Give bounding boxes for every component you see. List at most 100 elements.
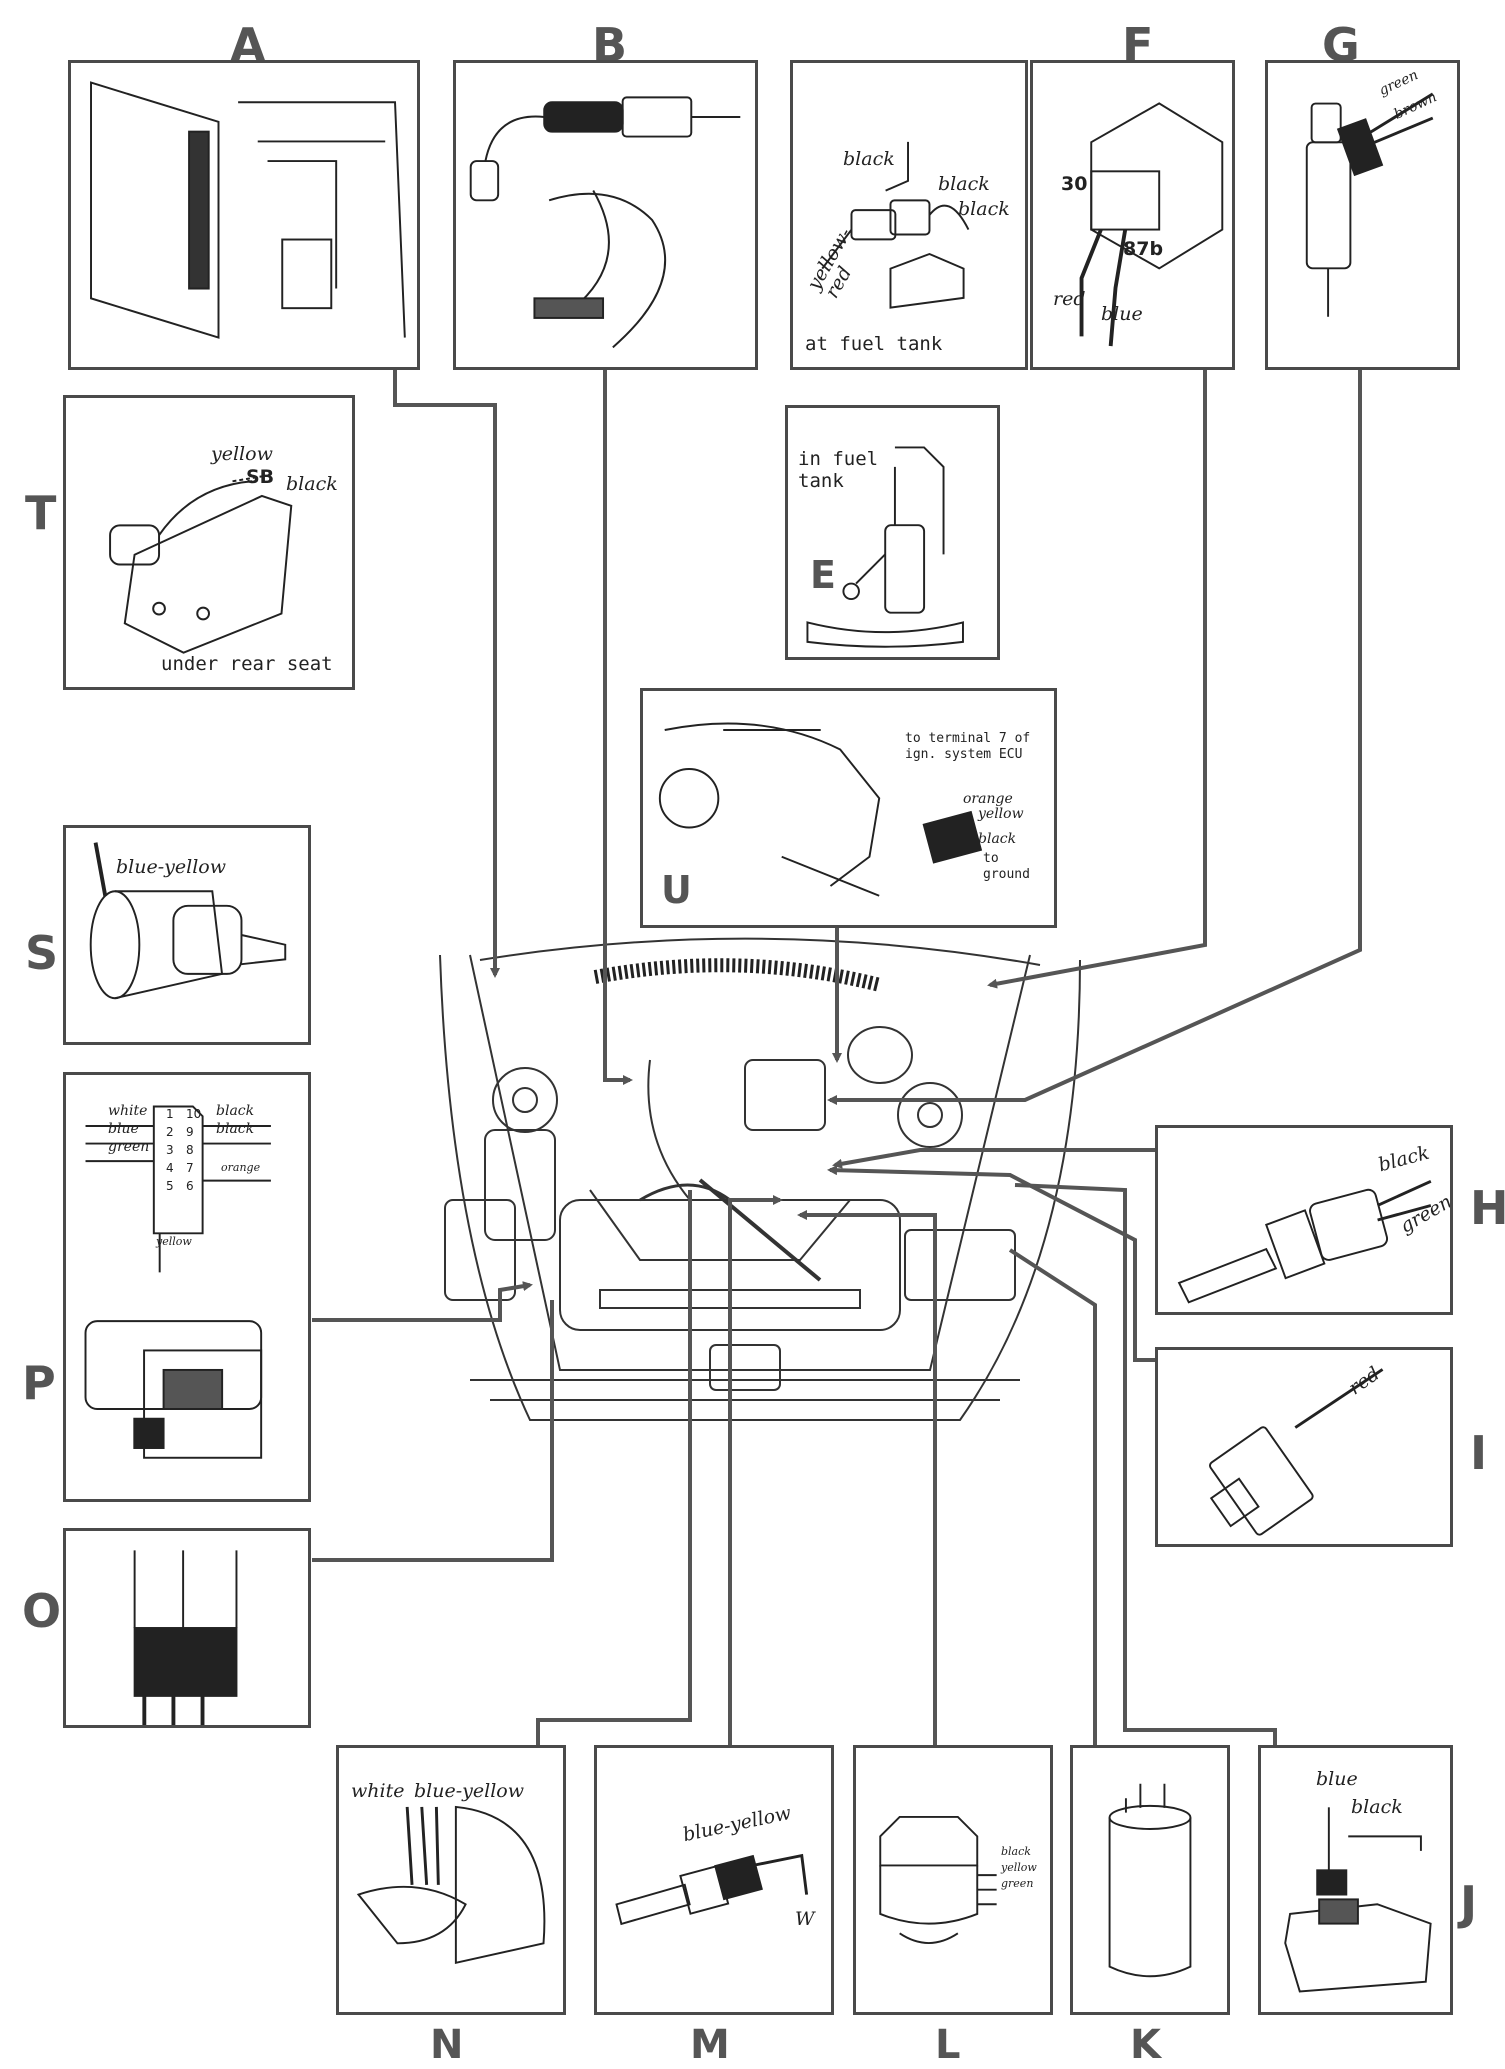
wire-label-yellow: yellow [978,806,1024,822]
wire-label-green: green [108,1139,150,1155]
connector-lines [312,370,1362,1750]
panel-s-starter: blue-yellow [63,825,311,1045]
panel-label-u: U [661,868,692,912]
panel-label-n: N [430,2022,464,2068]
panel-label-k: K [1130,2022,1161,2068]
panel-n-connector: white blue-yellow [336,1745,566,2015]
bracket-illustration [109,475,293,654]
location-note-under-rear-seat: under rear seat [161,653,333,675]
panel-label-t: T [25,486,57,540]
note-to: to [983,851,999,866]
location-note-tank: tank [798,470,844,492]
fuel-relay-illustration [821,141,970,309]
panel-label-l: L [935,2022,961,2068]
wire-label-white: white [108,1103,148,1119]
panel-label-e: E [810,553,836,597]
pin-3: 3 [166,1143,174,1157]
wire-label-yellow: yellow [211,443,273,465]
panel-label-j: J [1460,1876,1478,1930]
hand-connector-illustration [356,1805,546,1964]
panel-label-h: H [1470,1181,1505,1235]
pin-5: 5 [166,1179,174,1193]
panel-t-relay-under-seat: yellow black SB under rear seat [63,395,355,690]
wire-label-black: black [1351,1796,1403,1818]
panel-a-ecu [68,60,420,370]
wire-label-black: black [286,473,338,495]
connector-code-sb: SB [246,466,275,488]
pin-10: 10 [186,1107,202,1121]
throttle-switch-illustration [658,722,983,897]
panel-f-relay: 30 87b red blue [1030,60,1235,370]
panel-e-fuel-pump: in fuel tank E [785,405,1000,660]
panel-c-fuel-relay: black black black yellow- red at fuel ta… [790,60,1028,370]
panel-p-diagnostic-unit: white blue green black black orange 1 2 … [63,1072,311,1502]
panel-label-o: O [22,1584,62,1638]
wire-label-orange: orange [963,791,1013,807]
panel-i-connector: red [1155,1347,1453,1547]
wire-label-black-1: black [216,1103,255,1119]
panel-label-m: M [690,2022,730,2068]
note-ign-system-ecu: ign. system ECU [905,747,1023,762]
ignition-coil-illustration [1108,1783,1192,1978]
panel-o-connector [63,1528,311,1728]
location-note-fuel-tank: at fuel tank [805,333,943,355]
pin-label-87b: 87b [1123,238,1164,260]
pin-8: 8 [186,1143,194,1157]
wire-label-blue-yellow: blue-yellow [116,856,226,878]
engine-bay-drawing [439,937,1081,1421]
wire-label-black-1: black [843,148,895,170]
panel-label-p: P [22,1356,56,1410]
wire-label-blue: blue [108,1121,139,1137]
panel-b-oxygen-sensor [453,60,758,370]
wire-label-black: black [978,831,1017,847]
relay-illustration [1079,102,1224,347]
pin-1: 1 [166,1107,174,1121]
pin-4: 4 [166,1161,174,1175]
temp-sensor-illustration [1177,1179,1432,1304]
wire-label-orange: orange [221,1161,261,1174]
wire-label-white: white [351,1780,405,1802]
pin-7: 7 [186,1161,194,1175]
pin-6: 6 [186,1179,194,1193]
wire-label-w: W [795,1908,815,1930]
wire-label-black-3: black [958,198,1010,220]
wire-label-black-2: black [216,1121,255,1137]
starter-illustration [89,842,287,1000]
wire-label-yellow: yellow [156,1235,192,1248]
wire-label-blue-yellow: blue-yellow [414,1780,524,1802]
ecu-illustration [90,81,406,339]
pin-9: 9 [186,1125,194,1139]
sensor-illustration [615,1853,809,1926]
wire-label-black-2: black [938,173,990,195]
panel-label-i: I [1470,1426,1488,1480]
oxygen-sensor-illustration [469,96,741,349]
panel-label-s: S [25,926,59,980]
wire-label-red: red [1053,288,1086,310]
wire-label-yellow: yellow [1001,1861,1037,1874]
wire-label-blue: blue [1316,1768,1358,1790]
connector-illustration [133,1550,238,1725]
wire-label-blue: blue [1101,303,1143,325]
wire-label-black: black [1001,1845,1031,1858]
location-note-in-fuel: in fuel [798,448,879,470]
note-ground: ground [983,867,1030,882]
diagnostic-unit-illustration [84,1105,271,1459]
panel-j-sensor: blue black [1258,1745,1453,2015]
pin-label-30: 30 [1061,173,1088,195]
note-to-terminal-7: to terminal 7 of [905,731,1031,746]
wire-label-green: green [1001,1877,1034,1890]
panel-l-distributor: black yellow green [853,1745,1053,2015]
single-connector-illustration [1209,1368,1384,1536]
distributor-illustration [879,1815,997,1944]
injector-illustration [1305,92,1434,317]
panel-h-temp-sensor: black green [1155,1125,1453,1315]
panel-g-injector: green brown [1265,60,1460,370]
fuel-pump-illustration [806,446,964,648]
pin-2: 2 [166,1125,174,1139]
air-mass-sensor-illustration [1284,1807,1432,1993]
panel-k-coil [1070,1745,1230,2015]
panel-u-throttle-switch: to terminal 7 of ign. system ECU orange … [640,688,1057,928]
panel-m-sensor: blue-yellow W [594,1745,834,2015]
